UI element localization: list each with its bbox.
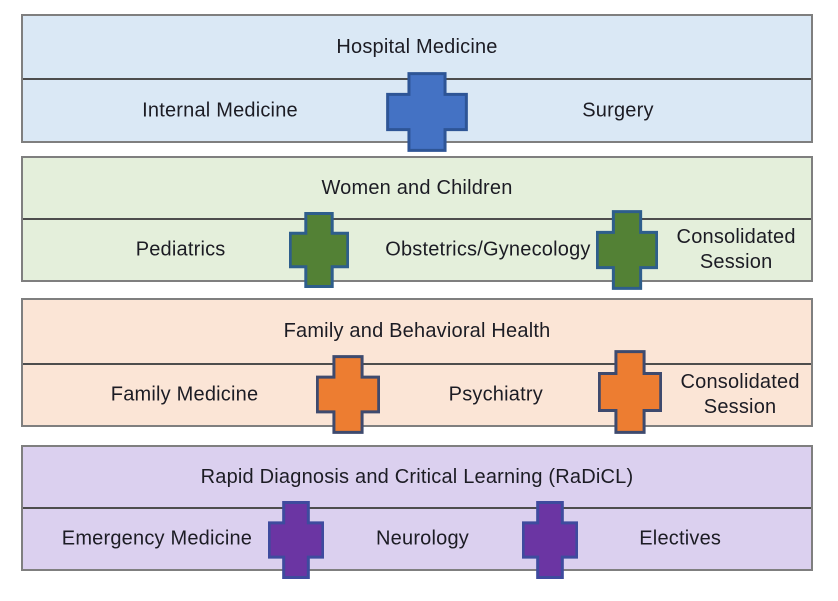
band-header: Women and Children bbox=[23, 158, 811, 218]
rotation-label-pediatrics: Pediatrics bbox=[135, 238, 226, 261]
band-hospital-medicine: Hospital Medicine Internal Medicine Surg… bbox=[21, 14, 813, 143]
band-content: Emergency Medicine Neurology Electives bbox=[23, 507, 811, 569]
band-family-behavioral-health: Family and Behavioral Health Family Medi… bbox=[21, 298, 813, 427]
rotation-label-obgyn: Obstetrics/Gynecology bbox=[385, 238, 591, 261]
band-title: Hospital Medicine bbox=[336, 35, 498, 58]
band-header: Hospital Medicine bbox=[23, 16, 811, 78]
rotation-label-neurology: Neurology bbox=[376, 527, 469, 550]
rotation-label-emergency-medicine: Emergency Medicine bbox=[61, 527, 253, 550]
rotation-label-internal-medicine: Internal Medicine bbox=[142, 99, 298, 121]
medical-cross-icon bbox=[289, 212, 349, 288]
band-header: Rapid Diagnosis and Critical Learning (R… bbox=[23, 447, 811, 507]
rotation-label-surgery: Surgery bbox=[582, 99, 654, 121]
band-title: Women and Children bbox=[321, 176, 513, 199]
rotation-label-consolidated-session: Consolidated Session bbox=[676, 226, 796, 273]
medical-cross-icon bbox=[522, 501, 578, 579]
medical-cross-icon bbox=[386, 72, 468, 152]
band-title: Family and Behavioral Health bbox=[283, 320, 551, 342]
rotation-label-consolidated-session: Consolidated Session bbox=[680, 371, 800, 418]
band-content: Pediatrics Obstetrics/Gynecology Consoli… bbox=[23, 218, 811, 280]
medical-cross-icon bbox=[598, 350, 662, 434]
band-radicl: Rapid Diagnosis and Critical Learning (R… bbox=[21, 445, 813, 571]
medical-cross-icon bbox=[596, 210, 658, 290]
band-header: Family and Behavioral Health bbox=[23, 300, 811, 363]
rotation-label-psychiatry: Psychiatry bbox=[448, 383, 543, 406]
band-title: Rapid Diagnosis and Critical Learning (R… bbox=[200, 465, 634, 488]
rotation-label-family-medicine: Family Medicine bbox=[110, 383, 259, 406]
band-content: Family Medicine Psychiatry Consolidated … bbox=[23, 363, 811, 425]
band-women-and-children: Women and Children Pediatrics Obstetrics… bbox=[21, 156, 813, 282]
medical-cross-icon bbox=[268, 501, 324, 579]
medical-cross-icon bbox=[316, 355, 380, 434]
rotation-label-electives: Electives bbox=[639, 527, 722, 550]
